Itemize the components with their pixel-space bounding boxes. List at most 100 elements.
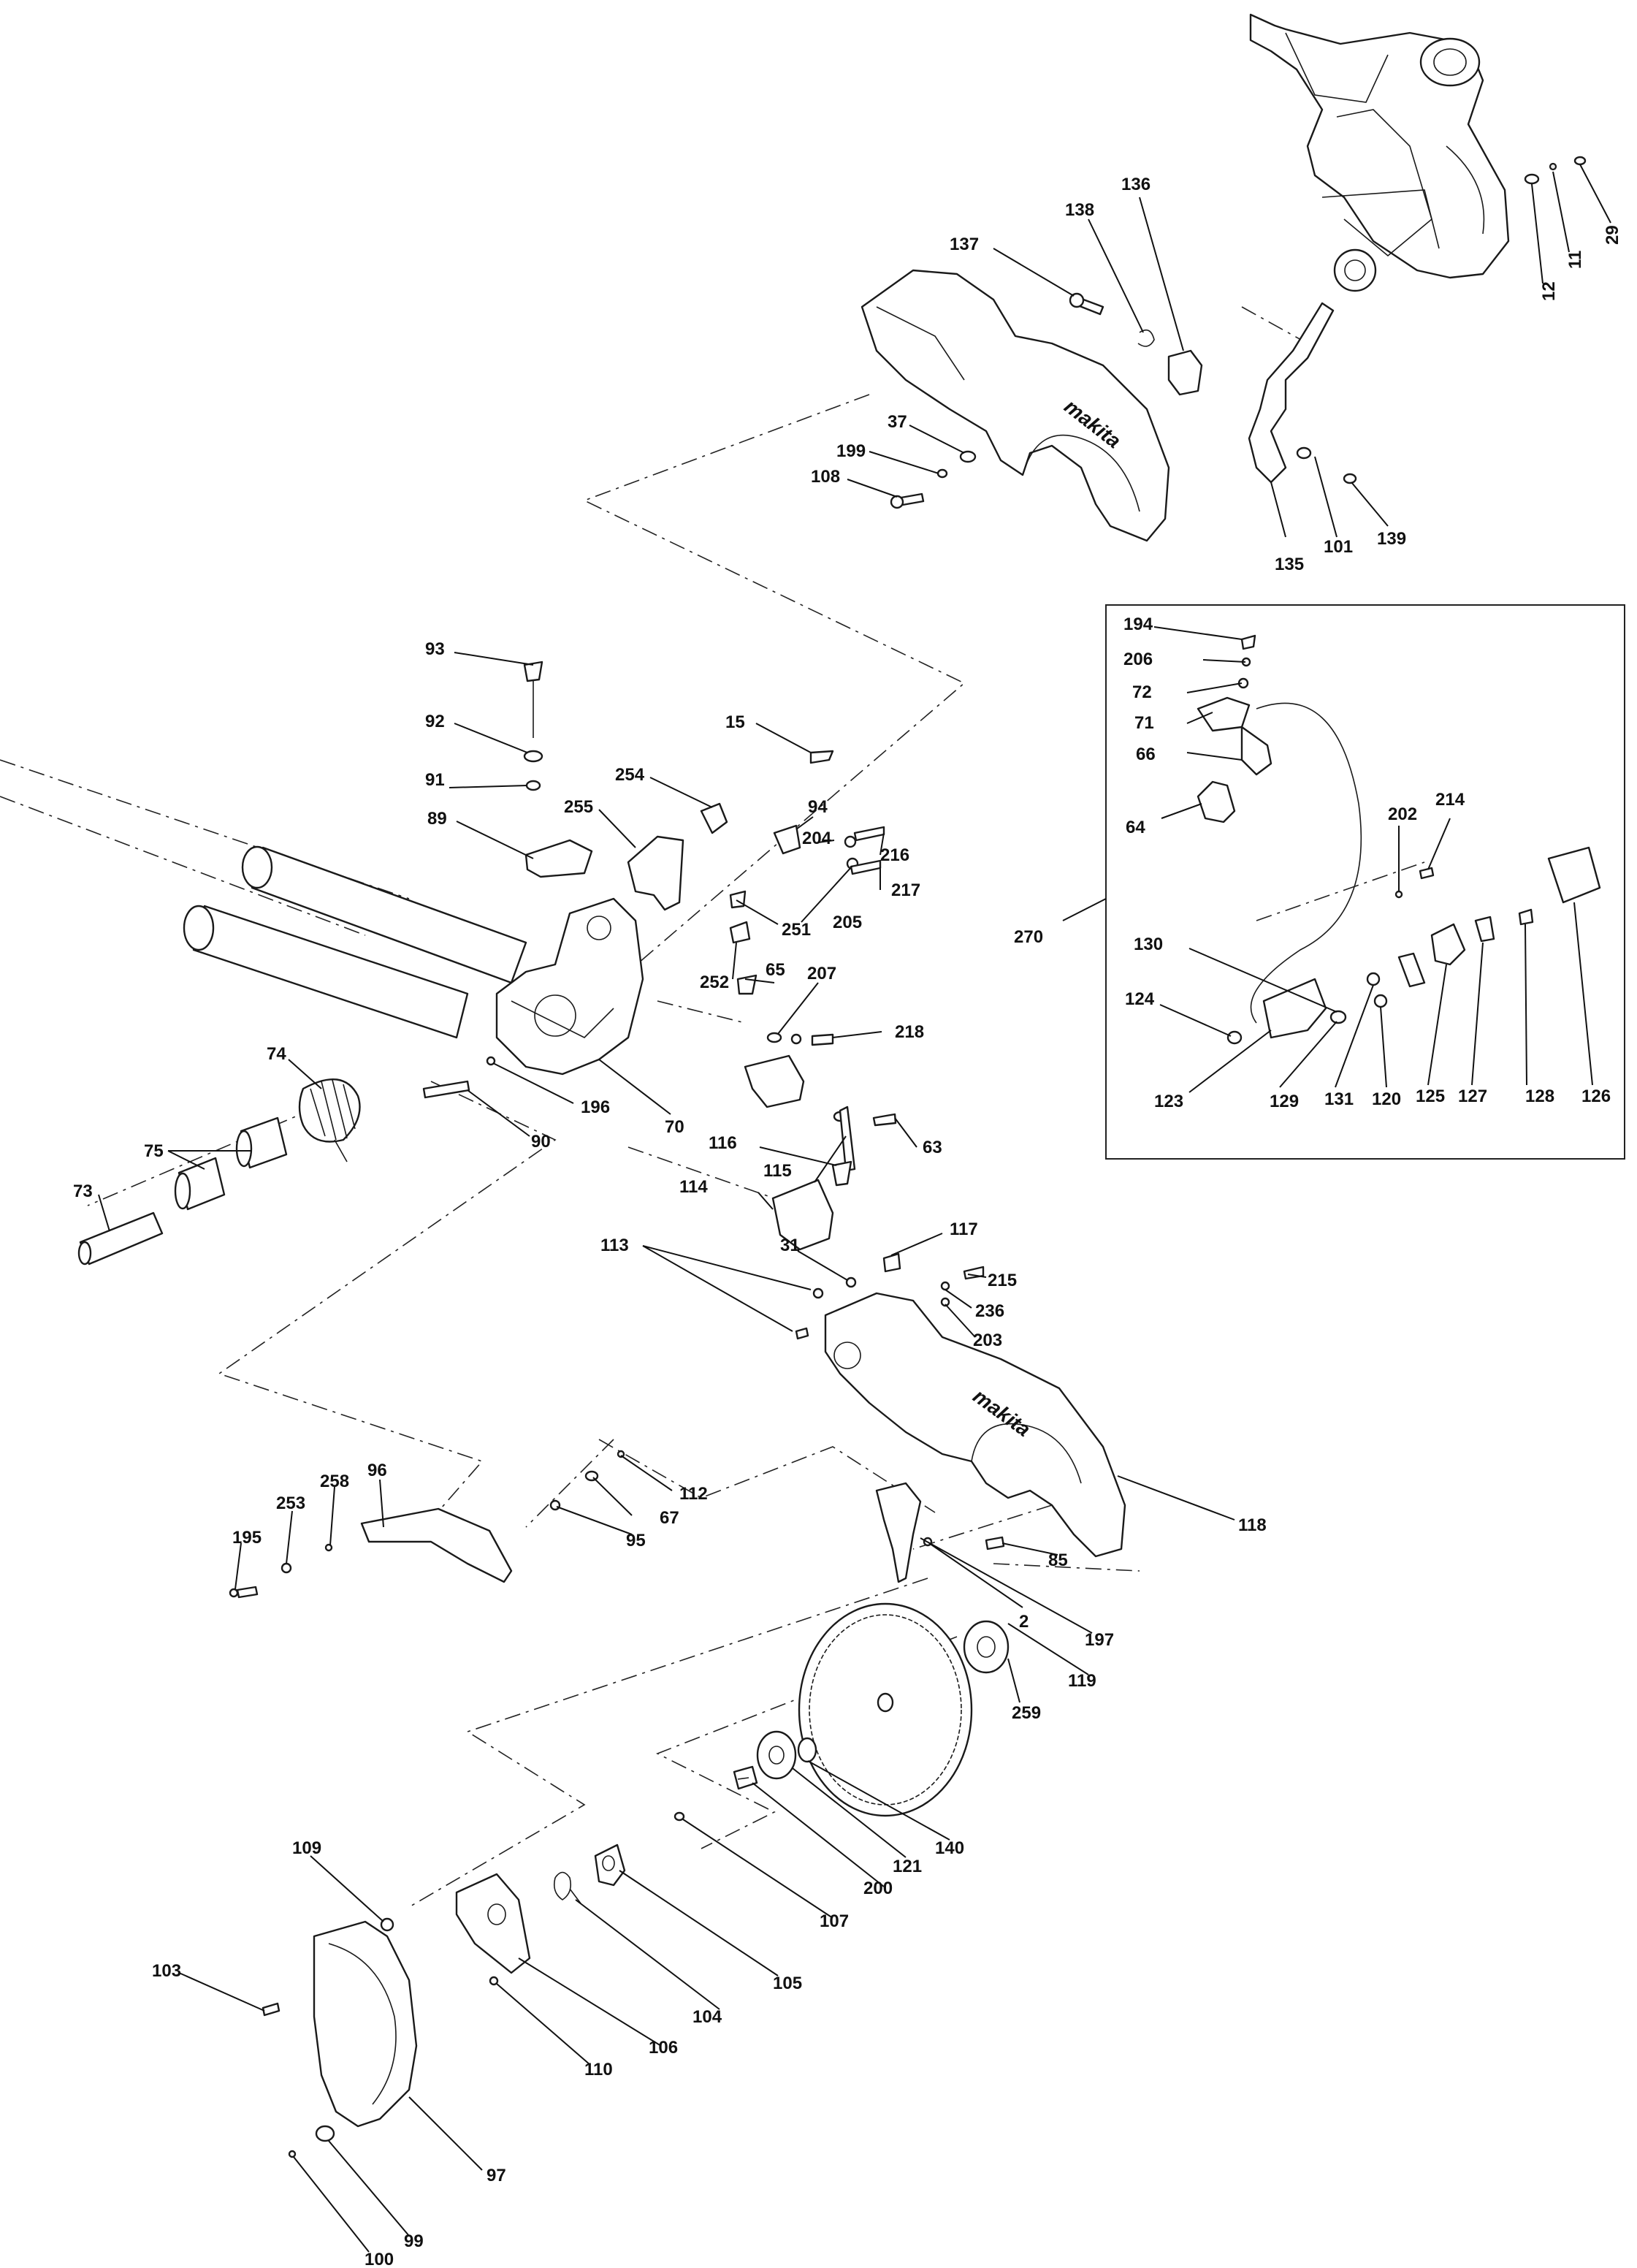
callout-130: 130 [1134, 935, 1163, 954]
callout-214: 214 [1435, 790, 1465, 810]
callout-255: 255 [564, 797, 593, 817]
callout-125: 125 [1416, 1087, 1445, 1106]
callout-126: 126 [1581, 1087, 1611, 1106]
lock-bracket-parts-135-136-137-138 [1069, 292, 1357, 484]
callout-270: 270 [1014, 927, 1043, 947]
blade-wrench-96 [229, 1450, 625, 1599]
callout-118: 118 [1238, 1515, 1267, 1535]
callout-114: 114 [679, 1177, 708, 1197]
callout-11: 11 [1565, 251, 1585, 269]
callout-65: 65 [766, 960, 785, 980]
callout-215: 215 [988, 1271, 1017, 1290]
guard-fasteners-37-199-108 [890, 450, 977, 509]
callout-123: 123 [1154, 1092, 1183, 1111]
slide-head-bracket [495, 897, 644, 1076]
callout-253: 253 [276, 1493, 305, 1513]
callout-196: 196 [581, 1097, 610, 1117]
callout-64: 64 [1126, 818, 1145, 837]
callout-131: 131 [1324, 1089, 1354, 1109]
callout-70: 70 [665, 1117, 684, 1137]
callout-108: 108 [811, 467, 840, 487]
callout-105: 105 [773, 1974, 802, 1993]
callout-112: 112 [679, 1484, 708, 1504]
callout-74: 74 [267, 1044, 286, 1064]
callout-97: 97 [486, 2166, 506, 2185]
callout-95: 95 [626, 1531, 646, 1550]
callout-204: 204 [802, 829, 832, 848]
callout-138: 138 [1065, 200, 1094, 220]
callout-29: 29 [1603, 225, 1622, 245]
assembly-lines [0, 306, 1425, 1908]
callout-206: 206 [1123, 650, 1153, 669]
callout-207: 207 [807, 964, 836, 983]
callout-119: 119 [1068, 1671, 1096, 1691]
callout-129: 129 [1270, 1092, 1299, 1111]
callout-93: 93 [425, 639, 445, 659]
callout-115: 115 [763, 1161, 792, 1181]
callout-254: 254 [615, 765, 645, 785]
blade-parts [733, 1482, 1010, 1817]
callout-113: 113 [600, 1236, 629, 1255]
callout-116: 116 [709, 1133, 737, 1153]
callout-205: 205 [833, 913, 862, 932]
callout-139: 139 [1377, 529, 1406, 549]
callout-136: 136 [1121, 175, 1151, 194]
callout-85: 85 [1048, 1550, 1068, 1570]
callout-106: 106 [649, 2038, 678, 2058]
callout-197: 197 [1085, 1630, 1114, 1650]
callout-259: 259 [1012, 1703, 1041, 1723]
callout-117: 117 [950, 1219, 978, 1239]
callout-103: 103 [152, 1961, 181, 1981]
lower-blade-guard-118: makita [824, 1292, 1126, 1558]
callout-121: 121 [893, 1857, 922, 1876]
callout-128: 128 [1525, 1087, 1554, 1106]
callout-137: 137 [950, 235, 979, 254]
callout-258: 258 [320, 1472, 349, 1491]
callout-72: 72 [1132, 682, 1152, 702]
callout-236: 236 [975, 1301, 1004, 1321]
callout-66: 66 [1136, 745, 1156, 764]
callout-71: 71 [1134, 713, 1154, 733]
callout-124: 124 [1125, 989, 1155, 1009]
callout-216: 216 [880, 845, 909, 865]
callout-96: 96 [367, 1461, 387, 1480]
callout-120: 120 [1372, 1089, 1401, 1109]
callout-101: 101 [1324, 537, 1353, 557]
callout-labels: 29 11 12 136 138 137 37 199 108 135 101 … [73, 175, 1622, 2268]
callout-91: 91 [425, 770, 445, 790]
spring-and-sleeves-73-74-75 [77, 1078, 361, 1266]
motor-handle-assembly [1249, 13, 1510, 292]
callout-92: 92 [425, 712, 445, 731]
callout-31: 31 [780, 1236, 800, 1255]
callout-12: 12 [1539, 281, 1559, 301]
callout-15: 15 [725, 712, 745, 732]
callout-200: 200 [863, 1879, 893, 1898]
callout-195: 195 [232, 1528, 262, 1548]
callout-90: 90 [531, 1132, 551, 1152]
callout-202: 202 [1388, 804, 1417, 824]
callout-110: 110 [584, 2060, 613, 2079]
callout-100: 100 [365, 2250, 394, 2268]
callout-67: 67 [660, 1508, 679, 1528]
callout-107: 107 [820, 1911, 849, 1931]
callout-73: 73 [73, 1181, 93, 1201]
callout-217: 217 [891, 880, 920, 900]
callout-127: 127 [1458, 1087, 1487, 1106]
callout-63: 63 [923, 1138, 942, 1157]
callout-218: 218 [895, 1022, 924, 1042]
callout-99: 99 [404, 2231, 424, 2251]
callout-2: 2 [1019, 1612, 1029, 1632]
housing-small-parts [771, 1106, 985, 1340]
callout-135: 135 [1275, 555, 1304, 574]
callout-104: 104 [692, 2007, 722, 2027]
callout-109: 109 [292, 1838, 321, 1858]
callout-251: 251 [782, 920, 811, 940]
upper-blade-guard: makita [861, 269, 1170, 542]
callout-140: 140 [935, 1838, 964, 1858]
slide-rails [183, 845, 527, 1039]
callout-203: 203 [973, 1331, 1002, 1350]
callout-194: 194 [1123, 614, 1153, 634]
safety-guard-assembly [262, 1811, 685, 2158]
callout-199: 199 [836, 441, 866, 461]
